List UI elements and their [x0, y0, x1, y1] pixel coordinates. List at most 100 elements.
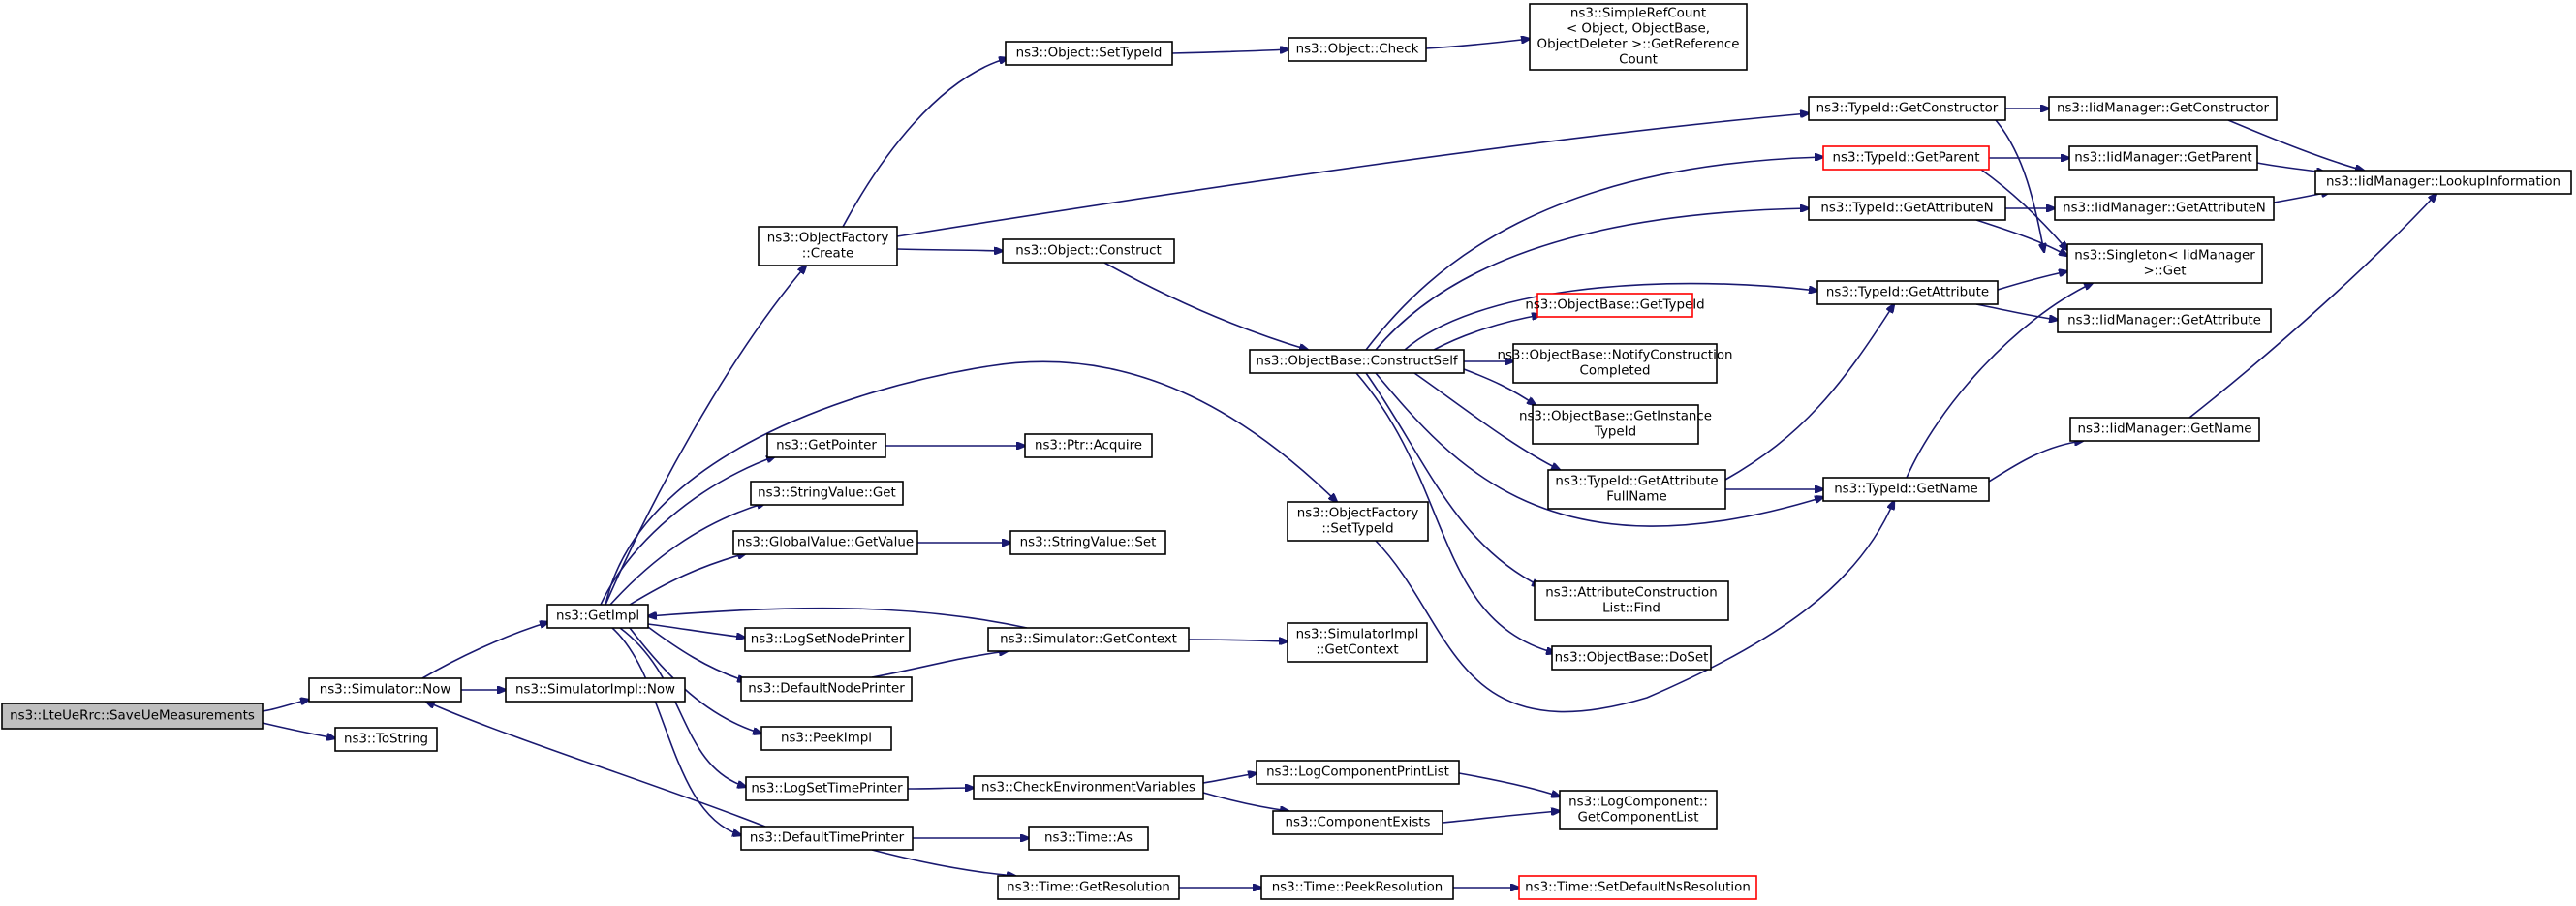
- node-iid-manager-get-attribute[interactable]: ns3::IidManager::GetAttribute: [2057, 308, 2272, 333]
- node-object-base-construct-self[interactable]: ns3::ObjectBase::ConstructSelf: [1249, 349, 1465, 374]
- node-log-component-print-list[interactable]: ns3::LogComponentPrintList: [1256, 760, 1460, 785]
- node-log-component-get-component-list[interactable]: ns3::LogComponent::GetComponentList: [1559, 790, 1718, 830]
- node-label: FullName: [1606, 490, 1666, 505]
- node-label: ns3::IidManager::GetName: [2077, 422, 2251, 437]
- node-type-id-get-name[interactable]: ns3::TypeId::GetName: [1822, 477, 1990, 502]
- node-string-value-set[interactable]: ns3::StringValue::Set: [1009, 530, 1166, 555]
- node-singleton-iid-manager-get[interactable]: ns3::Singleton< IidManager >::Get: [2066, 243, 2263, 284]
- nodes: ns3::LteUeRrc::SaveUeMeasurements ns3::Si…: [1, 3, 2572, 900]
- node-time-as[interactable]: ns3::Time::As: [1028, 826, 1149, 851]
- node-label: Completed: [1579, 364, 1650, 379]
- node-object-construct[interactable]: ns3::Object::Construct: [1002, 238, 1175, 264]
- edge-type-id-get-name-to-iid-manager-get-name: [1988, 441, 2083, 483]
- node-label: ns3::Object::SetTypeId: [1016, 47, 1163, 61]
- node-object-factory-set-type-id[interactable]: ns3::ObjectFactory::SetTypeId: [1287, 501, 1429, 542]
- node-object-base-get-type-id[interactable]: ns3::ObjectBase::GetTypeId: [1525, 293, 1705, 318]
- node-log-set-node-printer[interactable]: ns3::LogSetNodePrinter: [744, 627, 911, 652]
- node-label: ns3::ObjectBase::NotifyConstruction: [1497, 349, 1732, 363]
- node-peek-impl[interactable]: ns3::PeekImpl: [760, 726, 892, 751]
- node-log-set-time-printer[interactable]: ns3::LogSetTimePrinter: [745, 776, 909, 801]
- node-get-pointer[interactable]: ns3::GetPointer: [766, 433, 886, 458]
- node-label: ns3::Object::Construct: [1015, 244, 1162, 259]
- node-time-get-resolution[interactable]: ns3::Time::GetResolution: [997, 875, 1180, 900]
- node-iid-manager-get-name[interactable]: ns3::IidManager::GetName: [2069, 417, 2260, 442]
- node-object-base-do-set[interactable]: ns3::ObjectBase::DoSet: [1551, 645, 1712, 671]
- node-label: < Object, ObjectBase,: [1567, 22, 1710, 37]
- edge-log-set-time-printer-to-check-environment-variables: [907, 788, 974, 789]
- edge-object-factory-create-to-object-construct: [896, 249, 1003, 251]
- node-label: ns3::Time::GetResolution: [1007, 881, 1170, 895]
- node-box: [1009, 530, 1166, 555]
- node-iid-manager-lookup-information[interactable]: ns3::IidManager::LookupInformation: [2314, 170, 2572, 195]
- node-box: [1559, 790, 1718, 830]
- node-type-id-get-constructor[interactable]: ns3::TypeId::GetConstructor: [1808, 96, 2006, 121]
- node-box: [2054, 196, 2275, 221]
- node-simulator-impl-get-context[interactable]: ns3::SimulatorImpl::GetContext: [1287, 622, 1428, 663]
- edge-check-environment-variables-to-component-exists: [1202, 792, 1288, 811]
- node-label: ns3::ObjectFactory: [767, 232, 889, 246]
- node-label: ns3::Singleton< IidManager: [2074, 249, 2255, 264]
- node-object-check[interactable]: ns3::Object::Check: [1288, 37, 1427, 62]
- node-label: ns3::AttributeConstruction: [1545, 586, 1717, 601]
- edge-object-base-construct-self-to-type-id-get-name: [1375, 372, 1823, 527]
- node-label: ns3::StringValue::Get: [758, 486, 896, 501]
- edge-object-set-type-id-to-object-check: [1171, 49, 1288, 54]
- node-box: [1551, 645, 1712, 671]
- node-simulator-impl-now[interactable]: ns3::SimulatorImpl::Now: [505, 677, 686, 703]
- node-box: [758, 226, 898, 266]
- node-label: GetComponentList: [1577, 811, 1698, 826]
- node-component-exists[interactable]: ns3::ComponentExists: [1272, 810, 1443, 835]
- node-time-set-default-ns-resolution[interactable]: ns3::Time::SetDefaultNsResolution: [1518, 875, 1757, 900]
- node-default-node-printer[interactable]: ns3::DefaultNodePrinter: [740, 676, 913, 702]
- node-box: [1272, 810, 1443, 835]
- node-box: [766, 433, 886, 458]
- edge-object-base-construct-self-to-type-id-get-attribute-n: [1375, 208, 1809, 351]
- node-to-string[interactable]: ns3::ToString: [334, 727, 438, 752]
- node-save-ue-measurements[interactable]: ns3::LteUeRrc::SaveUeMeasurements: [1, 703, 264, 730]
- node-type-id-get-attribute[interactable]: ns3::TypeId::GetAttribute: [1816, 280, 1999, 305]
- node-time-peek-resolution[interactable]: ns3::Time::PeekResolution: [1260, 875, 1454, 900]
- node-global-value-get-value[interactable]: ns3::GlobalValue::GetValue: [732, 530, 918, 555]
- node-label: ns3::IidManager::GetParent: [2074, 151, 2251, 166]
- node-iid-manager-get-attribute-n[interactable]: ns3::IidManager::GetAttributeN: [2054, 196, 2275, 221]
- node-ptr-acquire[interactable]: ns3::Ptr::Acquire: [1024, 433, 1153, 458]
- edge-check-environment-variables-to-log-component-print-list: [1202, 773, 1257, 784]
- node-type-id-get-parent[interactable]: ns3::TypeId::GetParent: [1822, 145, 1990, 171]
- node-box: [1249, 349, 1465, 374]
- edge-log-component-print-list-to-log-component-get-component-list: [1458, 772, 1560, 797]
- edge-simulator-get-context-to-get-impl: [648, 607, 1028, 629]
- node-string-value-get[interactable]: ns3::StringValue::Get: [750, 481, 904, 506]
- node-box: [2068, 145, 2258, 171]
- node-object-set-type-id[interactable]: ns3::Object::SetTypeId: [1005, 41, 1173, 66]
- node-label: ns3::LogSetTimePrinter: [751, 782, 903, 797]
- node-label: ns3::Time::As: [1044, 831, 1133, 846]
- node-iid-manager-get-constructor[interactable]: ns3::IidManager::GetConstructor: [2048, 96, 2278, 121]
- node-box: [1287, 501, 1429, 542]
- node-label: ns3::StringValue::Set: [1020, 536, 1157, 550]
- edge-get-impl-to-global-value-get-value: [629, 553, 746, 606]
- node-iid-manager-get-parent[interactable]: ns3::IidManager::GetParent: [2068, 145, 2258, 171]
- node-label: ns3::PeekImpl: [781, 732, 872, 746]
- node-box: [760, 726, 892, 751]
- node-object-base-notify-construction-completed[interactable]: ns3::ObjectBase::NotifyConstructionCompl…: [1497, 343, 1733, 384]
- node-get-impl[interactable]: ns3::GetImpl: [546, 604, 649, 629]
- node-simulator-get-context[interactable]: ns3::Simulator::GetContext: [987, 627, 1190, 652]
- node-simulator-now[interactable]: ns3::Simulator::Now: [308, 677, 462, 703]
- node-type-id-get-attribute-n[interactable]: ns3::TypeId::GetAttributeN: [1808, 196, 2006, 221]
- node-simple-ref-count-get-reference-count[interactable]: ns3::SimpleRefCount< Object, ObjectBase,…: [1529, 3, 1748, 71]
- node-box: [997, 875, 1180, 900]
- edge-get-impl-to-object-factory-create: [605, 266, 806, 606]
- node-check-environment-variables[interactable]: ns3::CheckEnvironmentVariables: [973, 775, 1204, 800]
- edge-component-exists-to-log-component-get-component-list: [1442, 811, 1560, 824]
- node-object-factory-create[interactable]: ns3::ObjectFactory::Create: [758, 226, 898, 266]
- node-label: ns3::SimulatorImpl::Now: [515, 683, 675, 698]
- node-box: [2314, 170, 2572, 195]
- edge-object-construct-to-object-base-construct-self: [1103, 262, 1308, 350]
- node-default-time-printer[interactable]: ns3::DefaultTimePrinter: [740, 826, 914, 851]
- node-box: [1256, 760, 1460, 785]
- node-box: [740, 826, 914, 851]
